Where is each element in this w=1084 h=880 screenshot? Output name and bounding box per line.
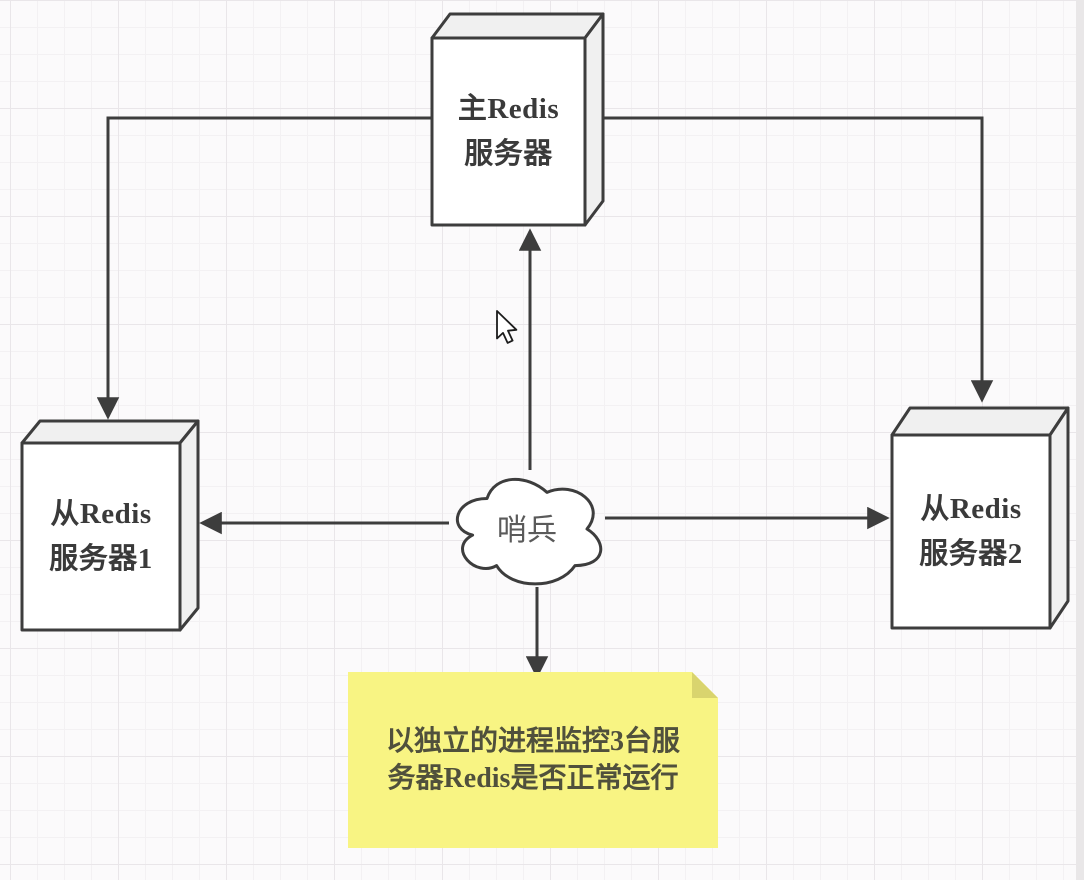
master-redis-box-top-face [430,12,605,40]
edge-master-to-slave2[interactable] [603,116,994,403]
slave2-redis-box-front-face [890,433,1052,630]
slave1-redis-box[interactable] [20,419,200,632]
edges-layer [96,116,994,679]
master-redis-box-front-face [430,36,587,227]
slave1-redis-box-top-face [20,419,200,445]
slave1-redis-box-front-face [20,441,182,632]
slave2-redis-box-side-face [1048,406,1070,630]
slave2-redis-box-top-face [890,406,1070,437]
edge-master-to-slave1[interactable] [96,116,432,420]
note-shape[interactable] [348,672,718,848]
master-redis-box-side-face [583,12,605,227]
note-folded-corner [692,672,718,698]
sentinel-cloud[interactable] [455,477,603,586]
note-body [348,672,718,848]
right-edge-gutter [1076,0,1084,880]
mouse-cursor-icon [496,310,518,344]
slave2-redis-box[interactable] [890,406,1070,630]
slave1-redis-box-side-face [178,419,200,632]
master-redis-box[interactable] [430,12,605,227]
